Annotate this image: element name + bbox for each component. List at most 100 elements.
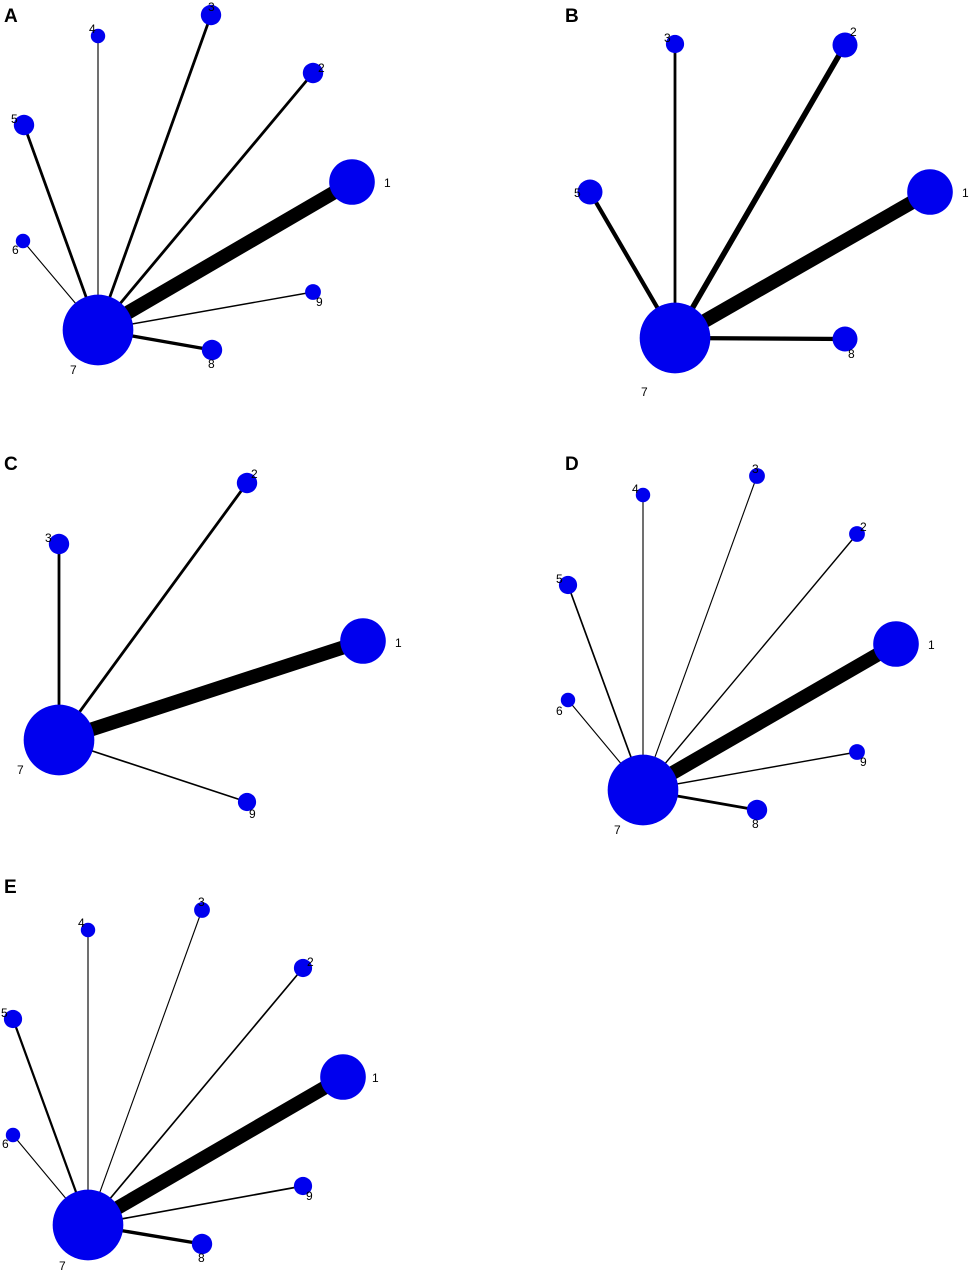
node-3	[194, 902, 210, 918]
node-label-5: 5	[574, 186, 581, 200]
node-8	[201, 339, 223, 361]
node-2	[302, 62, 324, 84]
node-label-7: 7	[614, 823, 621, 837]
node-7	[62, 294, 134, 366]
node-label-1: 1	[384, 176, 391, 190]
node-label-4: 4	[632, 482, 639, 496]
node-5	[577, 179, 603, 205]
node-label-2: 2	[318, 61, 325, 75]
edge-7-2	[642, 533, 858, 791]
node-4	[90, 28, 106, 44]
node-label-9: 9	[860, 755, 867, 769]
node-3	[665, 34, 685, 54]
panel-label: B	[565, 6, 579, 27]
node-label-2: 2	[860, 520, 867, 534]
node-label-3: 3	[664, 31, 671, 45]
node-4	[80, 922, 96, 938]
edge-7-9	[642, 751, 858, 791]
edge-7-5	[11, 1018, 90, 1226]
node-label-3: 3	[752, 462, 759, 476]
node-label-5: 5	[556, 572, 563, 586]
edge-7-1	[84, 1070, 347, 1232]
node-1	[329, 159, 375, 205]
node-1	[907, 169, 953, 215]
node-label-6: 6	[2, 1137, 9, 1151]
node-label-1: 1	[372, 1071, 379, 1085]
node-label-5: 5	[11, 112, 18, 126]
node-2	[236, 472, 258, 494]
edge-7-5	[22, 124, 100, 331]
panel-a: A 1 2 3 4 5 6 7 8 9	[4, 0, 391, 377]
node-label-4: 4	[89, 22, 96, 36]
node-label-9: 9	[316, 295, 323, 309]
edge-7-2	[87, 967, 304, 1226]
node-label-7: 7	[17, 763, 24, 777]
panel-label: C	[4, 454, 18, 475]
node-label-3: 3	[45, 531, 52, 545]
node-4	[635, 487, 651, 503]
edge-7-3	[87, 909, 203, 1226]
edge-7-2	[57, 482, 249, 741]
node-2	[293, 958, 313, 978]
node-9	[237, 792, 257, 812]
node-label-6: 6	[556, 704, 563, 718]
node-label-9: 9	[306, 1189, 313, 1203]
node-7	[607, 754, 679, 826]
panel-d: D 1 2 3 4 5 6 7 8 9	[556, 454, 935, 837]
node-3	[749, 468, 765, 484]
edge-7-1	[671, 185, 934, 345]
node-5	[558, 575, 578, 595]
edge-7-1	[639, 637, 900, 797]
node-3	[48, 533, 70, 555]
edge-7-3	[96, 14, 213, 331]
node-8	[832, 326, 858, 352]
node-label-1: 1	[928, 638, 935, 652]
node-1	[340, 618, 386, 664]
node-label-6: 6	[12, 243, 19, 257]
node-label-7: 7	[70, 363, 77, 377]
panel-label: A	[4, 6, 18, 27]
edge-7-3	[642, 475, 758, 791]
node-label-4: 4	[78, 916, 85, 930]
node-label-8: 8	[198, 1251, 205, 1265]
node-label-1: 1	[962, 186, 969, 200]
node-1	[873, 621, 919, 667]
node-6	[560, 692, 576, 708]
node-8	[191, 1233, 213, 1255]
panel-label: D	[565, 454, 579, 475]
edge-7-1	[94, 175, 356, 337]
node-label-8: 8	[208, 357, 215, 371]
edge-7-5	[567, 584, 644, 791]
node-9	[849, 744, 865, 760]
node-label-2: 2	[850, 25, 857, 39]
edge-7-9	[97, 291, 314, 331]
node-6	[5, 1127, 21, 1143]
node-5	[13, 114, 35, 136]
node-label-2: 2	[307, 955, 314, 969]
node-label-8: 8	[848, 347, 855, 361]
node-label-8: 8	[752, 817, 759, 831]
node-7	[639, 302, 711, 374]
edge-7-1	[56, 634, 366, 747]
node-2	[832, 32, 858, 58]
node-7	[52, 1189, 124, 1261]
node-6	[15, 233, 31, 249]
node-9	[293, 1176, 313, 1196]
node-3	[200, 4, 222, 26]
node-label-7: 7	[641, 385, 648, 399]
node-label-2: 2	[251, 467, 258, 481]
node-label-5: 5	[1, 1006, 8, 1020]
node-8	[746, 799, 768, 821]
node-label-3: 3	[208, 0, 215, 14]
node-7	[23, 704, 95, 776]
node-5	[3, 1009, 23, 1029]
edge-7-9	[87, 1185, 304, 1226]
node-9	[305, 284, 321, 300]
edge-7-2	[672, 43, 848, 340]
panel-label: E	[4, 877, 17, 898]
node-2	[849, 526, 865, 542]
panel-b: B 1 2 3 5 7 8	[565, 6, 969, 399]
